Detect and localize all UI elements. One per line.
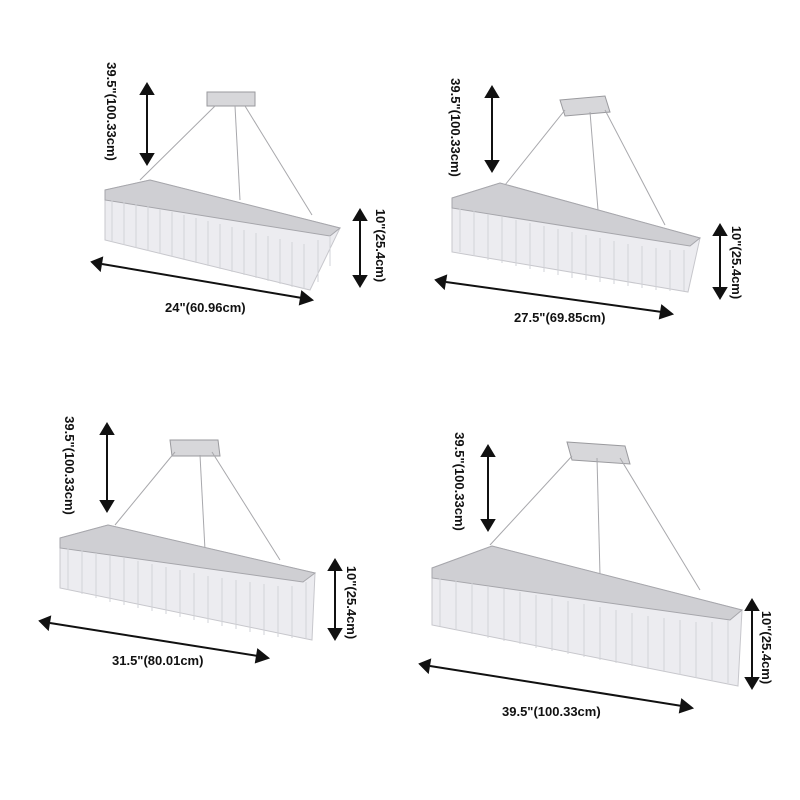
suspension-cables xyxy=(504,109,666,226)
length-label: 31.5"(80.01cm) xyxy=(112,653,204,668)
suspension-cables xyxy=(139,105,313,216)
length-label: 27.5"(69.85cm) xyxy=(514,310,606,325)
dimension-arrows xyxy=(38,422,343,664)
chandelier-drawing xyxy=(90,82,368,306)
drop-height-label: 39.5"(100.33cm) xyxy=(451,432,467,531)
length-label: 39.5"(100.33cm) xyxy=(502,704,601,719)
ceiling-canopy xyxy=(559,95,611,117)
crystal-body xyxy=(59,524,317,641)
crystal-body xyxy=(431,545,744,687)
chandelier-panel-39-5: 39.5"(100.33cm) 10"(25.4cm) 39.5"(100.33… xyxy=(400,400,800,800)
suspension-cables xyxy=(114,451,281,561)
dimension-arrows xyxy=(434,85,728,320)
dimension-arrows xyxy=(90,82,368,306)
drop-height-label: 39.5"(100.33cm) xyxy=(103,62,119,161)
crystal-body xyxy=(451,182,702,293)
chandelier-drawing xyxy=(418,441,760,714)
ceiling-canopy xyxy=(566,441,631,465)
ceiling-canopy xyxy=(169,439,221,457)
dimension-arrows xyxy=(418,444,760,714)
length-label: 24"(60.96cm) xyxy=(165,300,246,315)
chandelier-panel-31-5: 39.5"(100.33cm) 10"(25.4cm) 31.5"(80.01c… xyxy=(0,400,400,800)
suspension-cables xyxy=(489,455,701,591)
chandelier-panel-27-5: 39.5"(100.33cm) 10"(25.4cm) 27.5"(69.85c… xyxy=(400,0,800,400)
chandelier-panel-24: 39.5"(100.33cm) 10"(25.4cm) 24"(60.96cm) xyxy=(0,0,400,400)
body-height-label: 10"(25.4cm) xyxy=(373,208,389,283)
body-height-label: 10"(25.4cm) xyxy=(729,225,745,300)
chandelier-drawing xyxy=(38,422,343,664)
crystal-body xyxy=(104,179,342,291)
body-height-label: 10"(25.4cm) xyxy=(759,610,775,685)
drop-height-label: 39.5"(100.33cm) xyxy=(61,416,77,515)
ceiling-canopy xyxy=(206,91,256,107)
body-height-label: 10"(25.4cm) xyxy=(344,565,360,640)
chandelier-drawing xyxy=(434,85,728,320)
drop-height-label: 39.5"(100.33cm) xyxy=(447,78,463,177)
